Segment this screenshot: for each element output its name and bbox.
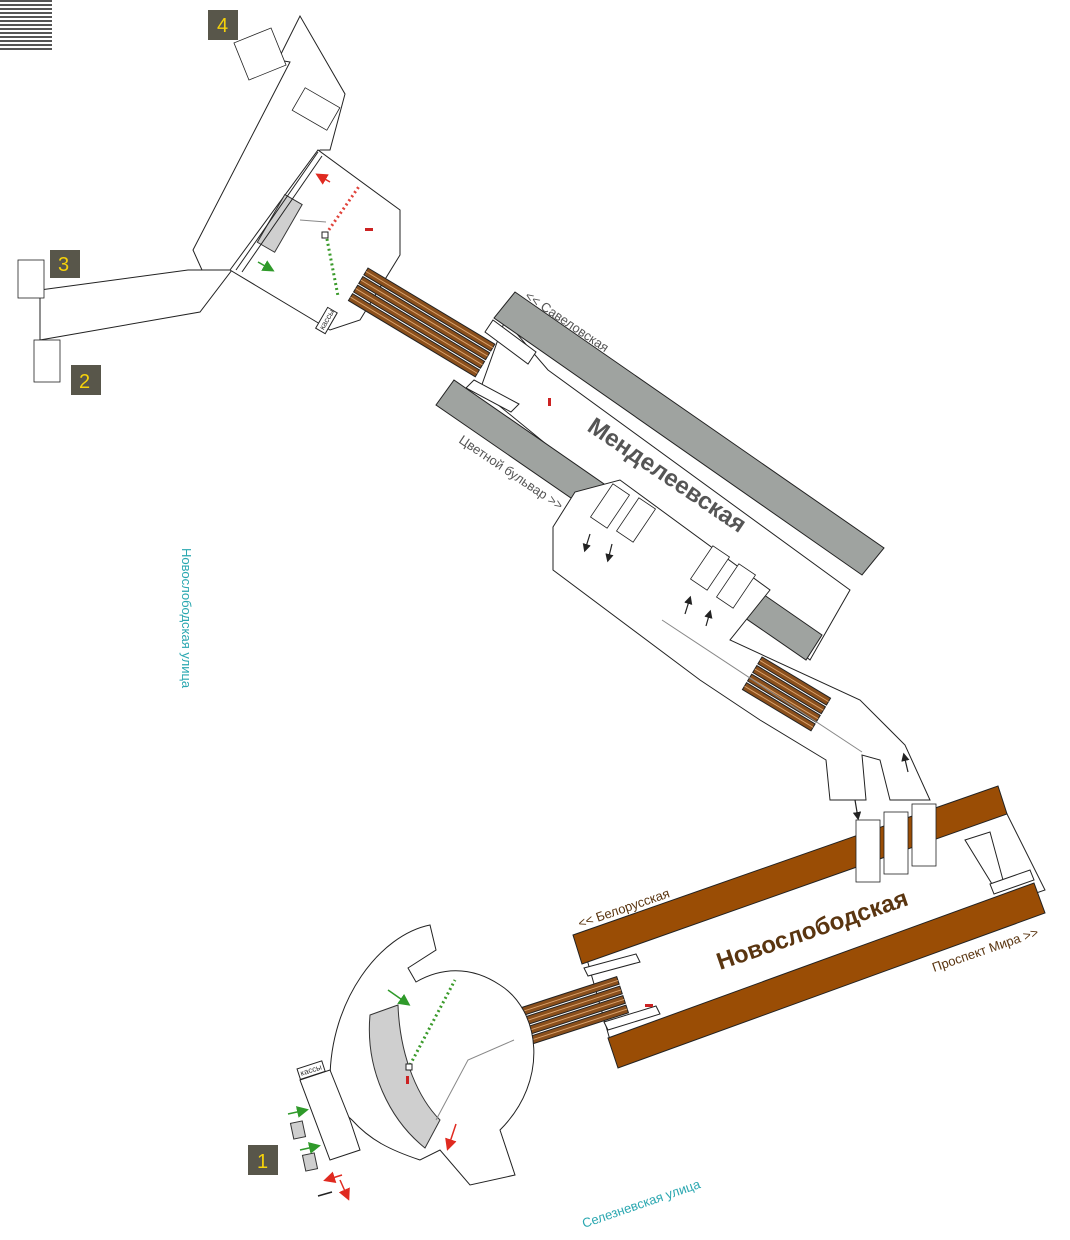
stair-exit-2 xyxy=(33,339,61,383)
striped-logo-icon xyxy=(0,0,52,52)
street-seleznevskaya: Селезневская улица xyxy=(580,1176,703,1231)
stair-corridor-north xyxy=(291,87,341,131)
exit-1-label: 1 xyxy=(257,1151,268,1173)
stair-exit-3 xyxy=(17,259,45,299)
escalator-north xyxy=(347,267,496,378)
north-vestibule: кассы xyxy=(39,14,401,341)
track-south-brown xyxy=(607,882,1046,1069)
escalator-mid xyxy=(741,656,832,732)
mendeleevskaya-transfer-hall xyxy=(552,479,931,821)
stair-exit-4 xyxy=(233,27,287,81)
exit-1-badge: 1 xyxy=(248,1145,278,1175)
exit-3-badge: 3 xyxy=(50,250,80,278)
street-novoslobodskaya: Новослободская улица xyxy=(179,548,194,689)
track-north-gray xyxy=(493,291,885,576)
exit-4-badge: 4 xyxy=(208,10,238,40)
exit-3-label: 3 xyxy=(58,254,69,276)
exit-2-label: 2 xyxy=(79,371,90,393)
exit-4-label: 4 xyxy=(217,15,228,37)
kiosk xyxy=(256,193,303,253)
novoslobodskaya-platform xyxy=(572,785,1046,1069)
exit-2-badge: 2 xyxy=(71,365,101,395)
escalator-south xyxy=(513,975,630,1047)
south-vestibule: кассы xyxy=(287,924,535,1201)
